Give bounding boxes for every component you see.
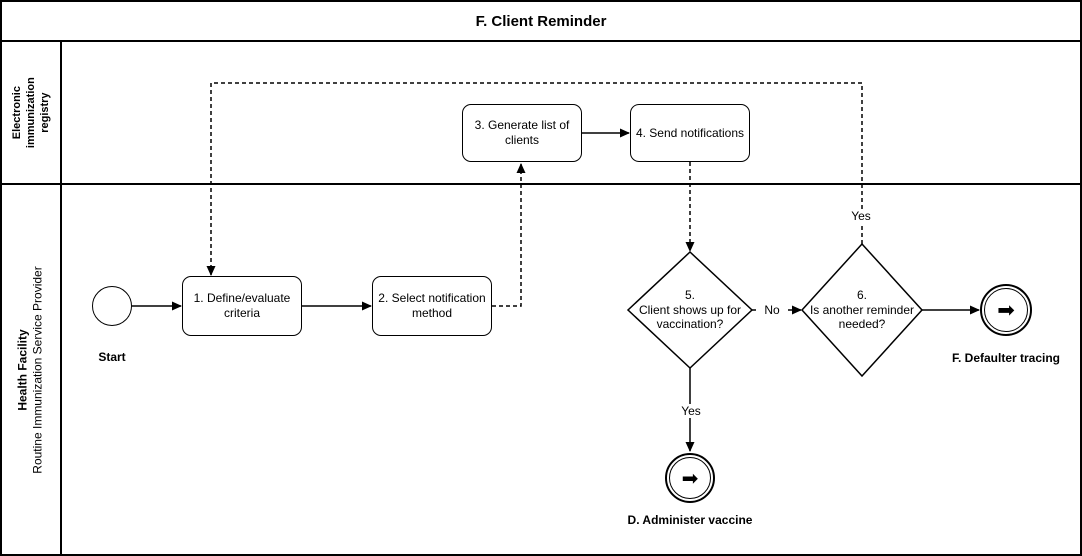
diagram-title: F. Client Reminder: [2, 2, 1080, 42]
edge-label-yes-vaccine: Yes: [672, 404, 710, 418]
end-event-administer-vaccine: ➡: [665, 453, 715, 503]
start-event-label: Start: [98, 350, 126, 364]
edge-label-yes-reminder: Yes: [842, 209, 880, 223]
lane-electronic-immunization-registry: Electronic immunization registry: [2, 42, 1080, 185]
edge-label-no: No: [756, 303, 788, 317]
task-define-evaluate-criteria: 1. Define/evaluate criteria: [182, 276, 302, 336]
task-generate-list-of-clients: 3. Generate list of clients: [462, 104, 582, 162]
flow-task2-to-task3: [492, 163, 526, 307]
lane-health-facility: Health Facility Routine Immunization Ser…: [2, 185, 1080, 554]
gateway-another-reminder-label: 6. Is another reminder needed?: [809, 288, 915, 332]
task-send-notifications: 4. Send notifications: [630, 104, 750, 162]
lane-registry-label-cell: Electronic immunization registry: [2, 42, 62, 183]
gateway-another-reminder: [800, 242, 924, 378]
gateway-client-shows-up-label: 5. Client shows up for vaccination?: [638, 288, 742, 332]
task-select-notification-method: 2. Select notification method: [372, 276, 492, 336]
arrow-right-icon: ➡: [669, 457, 711, 499]
start-event: [92, 286, 132, 326]
lane-facility-label-cell: Health Facility Routine Immunization Ser…: [2, 185, 62, 554]
end-event-defaulter-tracing: ➡: [980, 284, 1032, 336]
end-event-administer-vaccine-label: D. Administer vaccine: [627, 513, 753, 527]
flow-yes-gateway6-to-task1: [206, 82, 863, 276]
end-event-defaulter-tracing-label: F. Defaulter tracing: [951, 351, 1061, 365]
arrow-right-icon: ➡: [984, 288, 1028, 332]
